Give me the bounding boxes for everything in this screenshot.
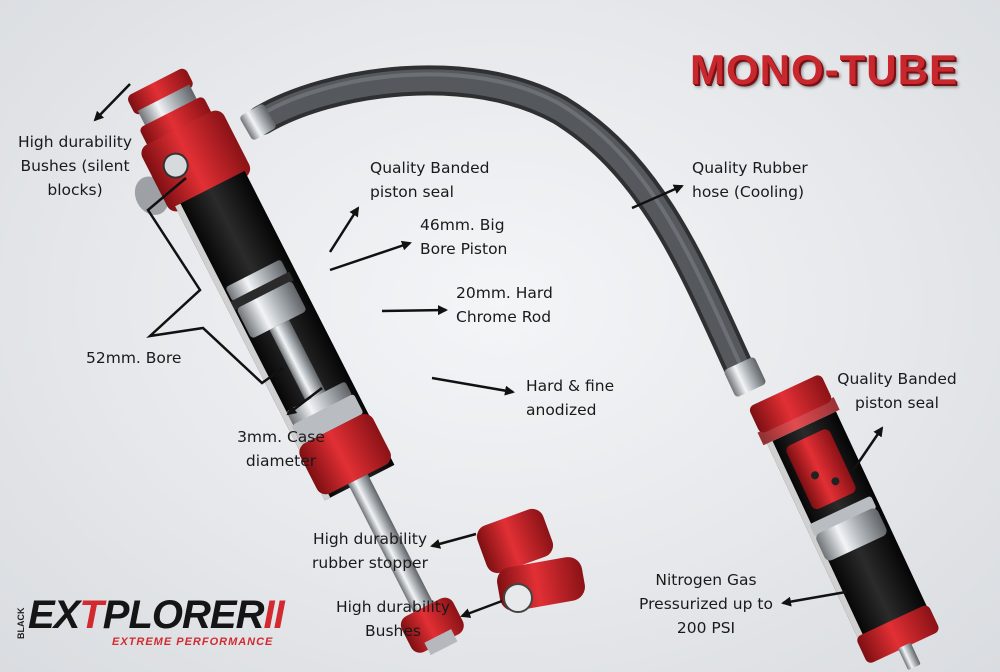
label-rubber-stopper: High durability rubber stopper	[312, 530, 428, 572]
label-anodized: Hard & fine anodized	[526, 377, 615, 419]
rubber-hose	[240, 65, 766, 397]
logo-small-text: BLACK	[16, 607, 26, 640]
logo-brand: EXTPLORERII	[28, 593, 285, 638]
label-rubber-hose: Quality Rubber hose (Cooling)	[692, 159, 808, 201]
label-piston-seal-left: Quality Banded piston seal	[370, 159, 490, 201]
label-case-diameter: 3mm. Case diameter	[237, 428, 325, 470]
label-big-bore-piston: 46mm. Big Bore Piston	[420, 216, 508, 258]
main-cylinder	[128, 68, 464, 656]
bore-bracket	[146, 177, 284, 385]
logo-brand-part-b: T	[79, 593, 103, 637]
logo-brand-part-c: PLORER	[102, 593, 265, 637]
logo-brand-part-a: EX	[28, 593, 80, 637]
logo-tagline: EXTREME PERFORMANCE	[112, 636, 274, 648]
brand-logo: BLACK EXTPLORERII EXTREME PERFORMANCE	[16, 593, 326, 655]
label-bushes-silent-blocks: High durability Bushes (silent blocks)	[17, 133, 133, 199]
label-chrome-rod: 20mm. Hard Chrome Rod	[456, 284, 553, 326]
label-bore: 52mm. Bore	[86, 349, 182, 367]
page-title: MONO-TUBE	[690, 46, 958, 93]
bottom-bush	[476, 508, 585, 613]
callout-arrows	[93, 83, 884, 618]
label-nitrogen-gas: Nitrogen Gas Pressurized up to 200 PSI	[639, 571, 773, 637]
logo-brand-part-d: II	[263, 593, 284, 637]
label-piston-seal-right: Quality Banded piston seal	[837, 370, 957, 412]
label-bushes: High durability Bushes	[335, 598, 451, 640]
